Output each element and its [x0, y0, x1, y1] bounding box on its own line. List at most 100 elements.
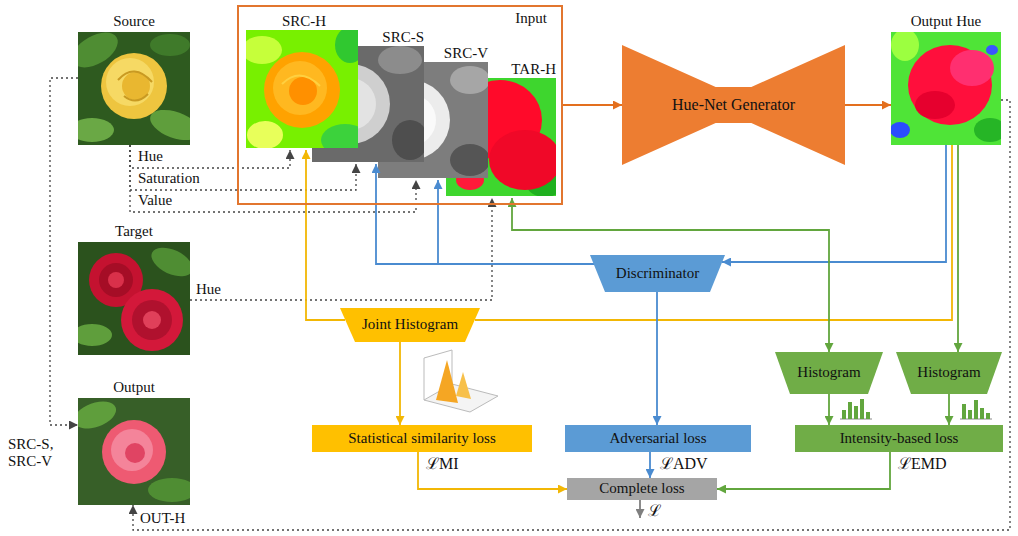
- data-flow-arrow: [399, 342, 401, 425]
- target-photo-part: [121, 289, 183, 351]
- data-flow-arrow: [649, 452, 651, 478]
- data-flow-arrow: [438, 180, 594, 264]
- value-map-part: [450, 144, 488, 176]
- block-label: Discriminator: [616, 265, 699, 282]
- hue-map-part: [246, 36, 282, 64]
- data-flow-arrow: [948, 394, 950, 425]
- panel-heading: SRC-V: [380, 45, 488, 62]
- generator-network: Hue-Net Generator: [622, 45, 845, 165]
- channel-label: Value: [138, 192, 172, 209]
- target-hue-map-part: [489, 130, 556, 190]
- channel-link: [50, 78, 78, 425]
- data-flow-arrow: [563, 104, 622, 106]
- output-hue-map-part: [891, 122, 910, 138]
- target-photo-part: [147, 242, 190, 282]
- source-photo-part: [78, 118, 114, 142]
- target-photo-part: [78, 324, 112, 346]
- source-photo-part: [101, 53, 167, 119]
- loss-symbol: ℒEMD: [898, 455, 947, 473]
- histogram-icon-part: [974, 400, 978, 419]
- loss-symbol: ℒMI: [426, 455, 459, 473]
- hue-map-part: [264, 52, 340, 128]
- hue-map-part: [321, 124, 358, 148]
- shape-fill: [340, 308, 480, 342]
- loss-symbol: ℒ: [648, 502, 661, 520]
- source-photo: [78, 32, 190, 145]
- panel-heading: Output Hue: [891, 13, 1001, 30]
- output-photo: [78, 398, 190, 505]
- channel-label: Saturation: [138, 170, 200, 187]
- loss-box: Complete loss: [567, 478, 717, 500]
- loss-box: Statistical similarity loss: [312, 425, 532, 452]
- total-loss-arrow: [640, 500, 641, 518]
- channel-link: [130, 145, 290, 168]
- hue-map-part: [273, 61, 327, 115]
- panel-heading: TAR-H: [448, 61, 556, 78]
- saturation-map-part: [378, 46, 422, 74]
- block-label: Joint Histogram: [362, 316, 458, 333]
- data-flow-arrow: [722, 145, 946, 262]
- histogram-icon-part: [968, 410, 972, 419]
- hue-map: [246, 30, 358, 148]
- target-hue-channel: TAR-H: [448, 80, 558, 198]
- histogram-icon: [840, 399, 872, 419]
- data-flow-arrow: [828, 394, 830, 425]
- histogram-icon-part: [962, 404, 966, 419]
- data-flow-arrow: [512, 198, 829, 352]
- block-label: Statistical similarity loss: [348, 430, 496, 447]
- data-flow-arrow: [717, 452, 890, 489]
- data-flow-arrow: [656, 292, 658, 425]
- panel-heading: SRC-S: [314, 29, 424, 46]
- value-map-part: [450, 66, 488, 94]
- histogram-icon-part: [866, 412, 870, 419]
- histogram-icon-part: [986, 413, 990, 419]
- channel-link: [133, 100, 1010, 530]
- output-hue-map-part: [986, 45, 998, 55]
- panel-heading: Source: [78, 13, 190, 30]
- target-image: Target: [78, 242, 190, 355]
- hue-map-part: [282, 75, 320, 86]
- panel-heading: Output: [78, 379, 190, 396]
- panel-heading: Input: [515, 10, 547, 27]
- histogram-icon-part: [848, 402, 852, 419]
- channel-link: [130, 145, 356, 190]
- output-hue-map-part: [950, 50, 994, 86]
- block-label: Adversarial loss: [609, 430, 706, 447]
- joint-histogram-icon: [424, 350, 498, 412]
- target-photo-part: [99, 263, 133, 297]
- channel-label: OUT-H: [140, 510, 185, 527]
- data-flow-arrow: [306, 150, 345, 320]
- block-label: Histogram: [917, 364, 980, 381]
- shape-fill: [622, 45, 845, 165]
- channel-link: [190, 198, 492, 300]
- histogram-icon-part: [854, 406, 858, 419]
- histogram-icon: [960, 400, 992, 419]
- shape-fill: [590, 255, 725, 292]
- panel-heading: Target: [78, 223, 190, 240]
- saturation-channel: SRC-S: [314, 48, 426, 164]
- output-hue-map-part: [974, 118, 1001, 142]
- target-photo-part: [132, 300, 172, 340]
- histogram-icon-part: [860, 399, 864, 419]
- hue-map-part: [335, 30, 358, 63]
- shape-fill: [775, 352, 883, 394]
- channel-link: [130, 145, 416, 212]
- source-photo-part: [106, 58, 154, 106]
- output-hue-image: Output Hue: [891, 32, 1001, 145]
- target-photo: [78, 242, 190, 355]
- output-hue-map-part: [915, 91, 955, 119]
- data-flow-arrow: [957, 145, 959, 352]
- channel-label: SRC-S, SRC-V: [8, 436, 72, 471]
- output-photo-part: [148, 478, 190, 502]
- output-photo-part: [125, 443, 145, 463]
- histogram-icon-part: [842, 410, 846, 419]
- histogram-block: Histogram: [896, 352, 1002, 394]
- output-image: Output: [78, 398, 190, 505]
- hue-channel: SRC-H: [248, 32, 360, 150]
- loss-box: Intensity-based loss: [795, 425, 1003, 452]
- shape-fill: [896, 352, 1002, 394]
- total-loss-arrow-part: [639, 500, 641, 518]
